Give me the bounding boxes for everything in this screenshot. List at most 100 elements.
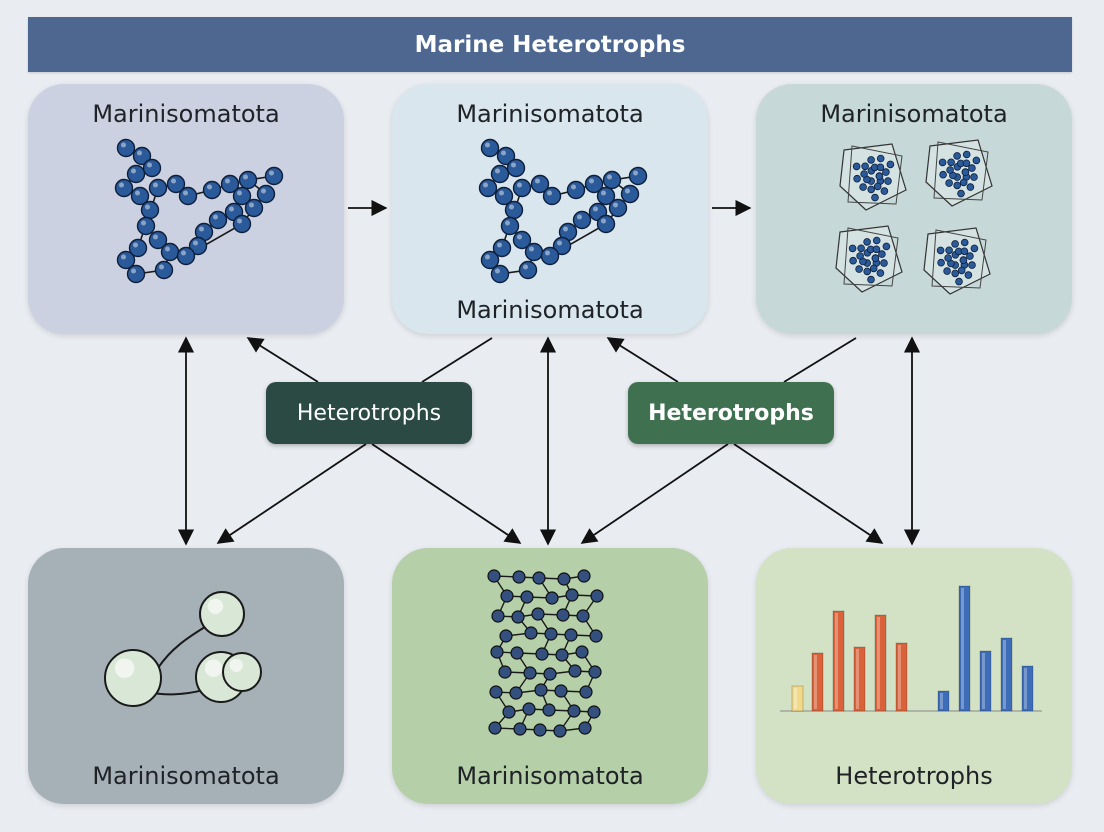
network-node bbox=[533, 723, 547, 737]
panel-bottom-left-label: Marinisomatota bbox=[92, 762, 280, 790]
bead bbox=[238, 170, 258, 190]
network-node bbox=[589, 629, 603, 643]
bead bbox=[176, 246, 196, 266]
bead bbox=[116, 250, 136, 270]
network-node bbox=[577, 569, 591, 583]
bead bbox=[142, 158, 162, 178]
network-node bbox=[545, 591, 559, 605]
diagram-title: Marine Heterotrophs bbox=[28, 17, 1072, 72]
bead bbox=[128, 238, 148, 258]
hub-heterotrophs-left: Heterotrophs bbox=[266, 382, 472, 444]
folded-protein bbox=[839, 143, 907, 211]
bead bbox=[220, 174, 240, 194]
bead bbox=[584, 174, 604, 194]
bead bbox=[572, 210, 592, 230]
network-node bbox=[587, 705, 601, 719]
hub-heterotrophs-right: Heterotrophs bbox=[628, 382, 834, 444]
panel-top-right-label: Marinisomatota bbox=[820, 100, 1008, 128]
panel-bottom-left: Marinisomatota bbox=[28, 548, 344, 804]
bar bbox=[811, 652, 824, 712]
network-node bbox=[531, 607, 545, 621]
network-node bbox=[554, 684, 568, 698]
panel-bottom-middle: Marinisomatota bbox=[392, 548, 708, 804]
bead bbox=[148, 230, 168, 250]
arrow-diagonal bbox=[216, 443, 367, 544]
panel-top-middle: Marinisomatota Marinisomatota bbox=[392, 84, 708, 334]
bar-chart-illustration bbox=[780, 585, 1042, 712]
network-node bbox=[565, 588, 579, 602]
network-node bbox=[579, 685, 593, 699]
bead bbox=[480, 138, 500, 158]
network-node bbox=[512, 570, 526, 584]
network-node bbox=[534, 683, 548, 697]
bead bbox=[130, 186, 150, 206]
network-node bbox=[488, 721, 502, 735]
bead bbox=[188, 236, 208, 256]
bead bbox=[116, 138, 136, 158]
network-node bbox=[500, 589, 514, 603]
panel-top-left: Marinisomatota bbox=[28, 84, 344, 334]
bead bbox=[518, 260, 538, 280]
network-node bbox=[588, 665, 602, 679]
bead bbox=[530, 174, 550, 194]
bead bbox=[256, 184, 276, 204]
network-node bbox=[575, 645, 589, 659]
bar bbox=[958, 585, 971, 712]
arrow-diagonal bbox=[783, 337, 857, 383]
bead bbox=[512, 178, 532, 198]
bead bbox=[620, 184, 640, 204]
bar bbox=[853, 646, 866, 712]
bead bbox=[202, 180, 222, 200]
network-node bbox=[489, 685, 503, 699]
folded-protein bbox=[835, 225, 903, 293]
bar bbox=[1021, 665, 1034, 712]
bar bbox=[895, 642, 908, 712]
network-node bbox=[499, 629, 513, 643]
panel-top-middle-caption: Marinisomatota bbox=[456, 296, 644, 324]
bead bbox=[114, 178, 134, 198]
network-node bbox=[498, 665, 512, 679]
network-node bbox=[523, 666, 537, 680]
bead bbox=[496, 146, 516, 166]
network-node bbox=[513, 722, 527, 736]
network-node bbox=[511, 610, 525, 624]
bead bbox=[596, 214, 616, 234]
network-node bbox=[491, 609, 505, 623]
network-node bbox=[520, 590, 534, 604]
cell-cluster-illustration bbox=[104, 591, 262, 707]
bead bbox=[264, 166, 284, 186]
bar bbox=[1000, 637, 1013, 712]
bead bbox=[178, 186, 198, 206]
bead bbox=[566, 180, 586, 200]
network-node bbox=[568, 664, 582, 678]
network-node bbox=[542, 703, 556, 717]
network-node bbox=[509, 686, 523, 700]
network-node bbox=[590, 589, 604, 603]
network-node bbox=[524, 626, 538, 640]
network-node bbox=[576, 609, 590, 623]
bead bbox=[208, 210, 228, 230]
bead bbox=[608, 198, 628, 218]
arrow-diagonal bbox=[733, 443, 884, 544]
arrow-diagonal bbox=[421, 337, 493, 383]
bead bbox=[126, 164, 146, 184]
arrow-diagonal bbox=[606, 337, 679, 383]
network-node bbox=[557, 572, 571, 586]
bar bbox=[874, 614, 887, 712]
bead bbox=[132, 146, 152, 166]
bead bbox=[490, 264, 510, 284]
folded-protein bbox=[925, 139, 993, 207]
folded-protein-illustration bbox=[835, 139, 993, 295]
network-node bbox=[487, 569, 501, 583]
network-node bbox=[556, 608, 570, 622]
network-node bbox=[510, 646, 524, 660]
bar bbox=[791, 685, 804, 712]
molecular-network-illustration bbox=[487, 569, 604, 738]
bead bbox=[540, 246, 560, 266]
network-node bbox=[535, 647, 549, 661]
network-node bbox=[490, 645, 504, 659]
bead bbox=[628, 166, 648, 186]
arrow-diagonal bbox=[246, 337, 319, 383]
bead bbox=[512, 230, 532, 250]
panel-bottom-middle-label: Marinisomatota bbox=[456, 762, 644, 790]
